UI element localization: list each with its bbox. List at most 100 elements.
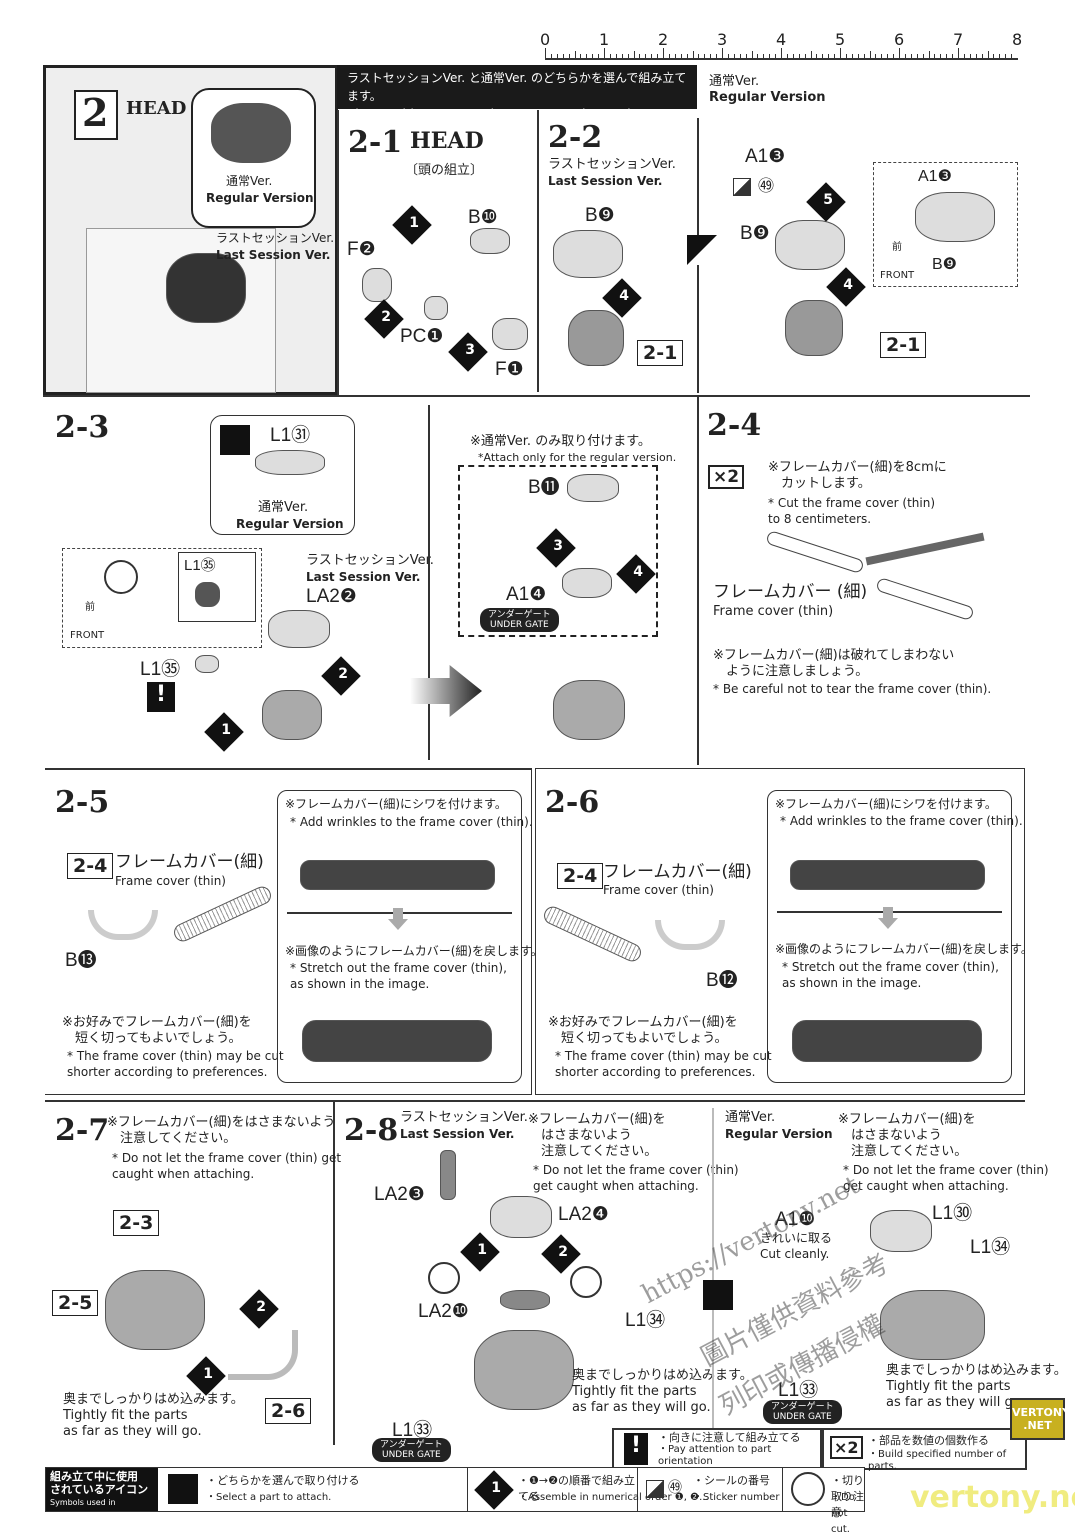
part-label: L1㉝ bbox=[778, 1380, 819, 1401]
select-part-icon bbox=[687, 235, 717, 265]
ruler-tick bbox=[716, 54, 718, 58]
note-en: Cut cleanly. bbox=[760, 1247, 830, 1261]
part-label: LA2❹ bbox=[558, 1204, 609, 1225]
ruler-tick bbox=[869, 51, 871, 58]
arrow-icon bbox=[410, 665, 482, 717]
ruler-tick bbox=[757, 54, 759, 58]
legend-jp: ・どちらかを選んで取り付ける bbox=[206, 1474, 360, 1487]
step-2-8-number: 2-8 bbox=[344, 1113, 399, 1148]
part-label: B⓫ bbox=[528, 477, 560, 498]
ruler-tick bbox=[916, 54, 918, 58]
label: ラストセッションVer. bbox=[216, 231, 335, 245]
part-illustration bbox=[500, 1290, 550, 1310]
symbol-legend: 組み立て中に使用 されているアイコン Symbols used in instr… bbox=[45, 1467, 865, 1535]
reference-box: 2-4 bbox=[557, 863, 604, 889]
ruler-tick bbox=[857, 54, 859, 58]
ruler-tick bbox=[999, 54, 1001, 58]
step-2-4-number: 2-4 bbox=[707, 408, 762, 443]
sticker-number: ㊾ bbox=[668, 1480, 682, 1496]
note-en: Tightly fit the parts as far as they wil… bbox=[63, 1408, 202, 1439]
ruler-tick bbox=[969, 54, 971, 58]
ruler-tick bbox=[828, 54, 830, 58]
step-marker: 1 bbox=[392, 205, 432, 245]
ruler-tick bbox=[822, 54, 824, 58]
ruler-tick bbox=[845, 54, 847, 58]
label: Last Session Ver. bbox=[548, 174, 663, 188]
watermark-badge: VERTONY .NET bbox=[1010, 1398, 1070, 1440]
ruler-tick bbox=[710, 54, 712, 58]
part-label: F❶ bbox=[495, 359, 524, 380]
ruler-tick bbox=[722, 48, 723, 58]
step-number: 2 bbox=[82, 90, 109, 135]
part-label: LA2❿ bbox=[418, 1301, 469, 1322]
part-label: A1❸ bbox=[745, 146, 786, 167]
wrinkled-cover-illustration bbox=[790, 860, 985, 890]
part-label: F❷ bbox=[347, 239, 376, 260]
part-illustration bbox=[492, 318, 528, 350]
ruler-tick bbox=[940, 54, 942, 58]
frame-cover-illustration bbox=[765, 529, 865, 575]
label: Regular Version bbox=[206, 191, 314, 205]
step-title: HEAD bbox=[126, 98, 187, 119]
scissors-icon bbox=[865, 532, 985, 566]
note-jp: ※フレームカバー(細)にシワを付けます。 bbox=[285, 797, 507, 811]
ruler-tick bbox=[893, 54, 895, 58]
select-part-icon bbox=[168, 1474, 198, 1504]
reference-box: 2-3 bbox=[113, 1210, 160, 1236]
part-illustration bbox=[553, 230, 623, 278]
part-label: PC❶ bbox=[400, 326, 444, 347]
step-2-5-number: 2-5 bbox=[55, 785, 110, 820]
note-en: Tightly fit the parts as far as they wil… bbox=[572, 1384, 711, 1415]
banner-jp: ラストセッションVer. と通常Ver. のどちらかを選んで組み立てます。 bbox=[347, 71, 687, 103]
note-jp: ※お好みでフレームカバー(細)を 短く切ってもよいでしょう。 bbox=[548, 1015, 738, 1046]
legend-en: ・Select a part to attach. bbox=[206, 1492, 332, 1503]
part-label: L1㉚ bbox=[932, 1203, 973, 1224]
note-jp: ※フレームカバー(細)にシワを付けます。 bbox=[775, 797, 997, 811]
ruler-tick bbox=[804, 54, 806, 58]
head-assembly-illustration bbox=[105, 1270, 205, 1350]
do-not-cut-icon bbox=[570, 1266, 602, 1298]
label: フレームカバー (細) bbox=[713, 582, 868, 602]
part-illustration bbox=[195, 582, 220, 607]
step-2-7-number: 2-7 bbox=[55, 1113, 110, 1148]
front-label: 前 bbox=[892, 242, 902, 253]
note-jp: ※画像のようにフレームカバー(細)を戻します。 bbox=[285, 944, 543, 958]
ruler-tick bbox=[798, 54, 800, 58]
ruler-tick bbox=[934, 54, 936, 58]
ruler-tick bbox=[851, 54, 853, 58]
quantity-icon: ×2 bbox=[830, 1436, 863, 1459]
part-label: B❾ bbox=[585, 205, 615, 226]
part-label: L1㉟ bbox=[140, 659, 181, 680]
ruler-number: 7 bbox=[953, 30, 964, 49]
ruler-tick bbox=[810, 51, 812, 58]
part-illustration bbox=[424, 296, 448, 320]
ruler-tick bbox=[887, 54, 889, 58]
note-en: * The frame cover (thin) may be cut shor… bbox=[555, 1049, 772, 1079]
step-marker: 1 bbox=[204, 712, 244, 752]
note-en: * Add wrinkles to the frame cover (thin)… bbox=[290, 815, 533, 829]
ruler-tick bbox=[786, 54, 788, 58]
step-marker: 2 bbox=[364, 299, 404, 339]
note-en: * The frame cover (thin) may be cut shor… bbox=[67, 1049, 284, 1079]
version-banner: ラストセッションVer. と通常Ver. のどちらかを選んで組み立てます。 Ch… bbox=[337, 65, 697, 139]
part-illustration bbox=[562, 568, 612, 598]
regular-header-en: Regular Version bbox=[709, 90, 826, 105]
label: ラストセッションVer. bbox=[400, 1110, 528, 1125]
part-label: A1❹ bbox=[506, 584, 547, 605]
ruler-tick bbox=[727, 54, 729, 58]
sticker-number: ㊾ bbox=[758, 176, 775, 195]
ruler-tick bbox=[657, 54, 659, 58]
note-jp: 奥までしっかりはめ込みます。 bbox=[572, 1368, 753, 1383]
legend-quantity: ×2 ・部品を数値の個数作る ・Build specified number o… bbox=[822, 1428, 1027, 1472]
step2-panel: 2 HEAD 通常Ver. Regular Version ラストセッションVe… bbox=[43, 65, 338, 395]
front-label: 前 bbox=[85, 602, 95, 613]
front-label: FRONT bbox=[880, 270, 915, 281]
note-en: * Do not let the frame cover (thin) get … bbox=[843, 1163, 1049, 1193]
note-jp: ※画像のようにフレームカバー(細)を戻します。 bbox=[775, 942, 1033, 956]
legend-en: ・Assemble in numerical order ❶, ❷... bbox=[518, 1492, 709, 1503]
legend-en: ・Build specified number of parts. bbox=[868, 1449, 1007, 1472]
part-illustration bbox=[440, 1150, 456, 1200]
ruler-tick bbox=[663, 48, 664, 58]
